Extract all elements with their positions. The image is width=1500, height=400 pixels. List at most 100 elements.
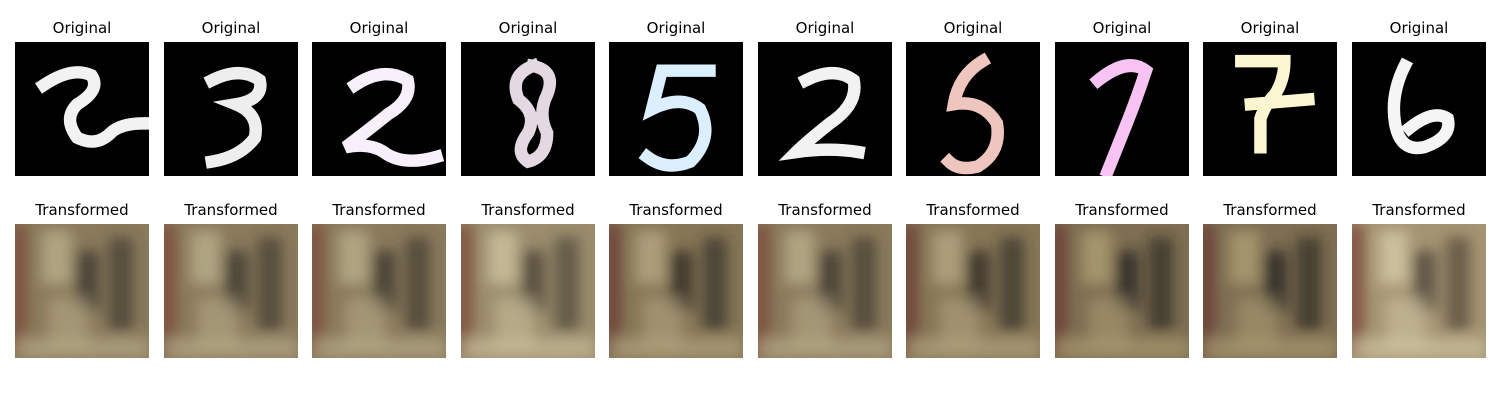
scene-left-edge [609,224,622,358]
transformed-title: Transformed [1075,201,1169,219]
scene-highlight [784,230,815,285]
scene-highlight [635,230,666,285]
scene-floor [1203,337,1337,358]
scene-shadow [1296,237,1321,332]
original-image [906,42,1040,176]
original-title: Original [52,19,112,37]
scene-highlight [338,230,369,285]
transformed-title: Transformed [778,201,872,219]
scene-floor [1352,337,1486,358]
scene-shadow [1148,237,1173,332]
scene-highlight [190,230,221,285]
transformed-image [312,224,446,358]
original-title: Original [349,19,409,37]
scene-blur-group [609,224,743,358]
scene-blur-group [1203,224,1337,358]
scene-blur-group [906,224,1040,358]
transformed-image [906,224,1040,358]
scene-shadow [999,237,1024,332]
original-title: Original [646,19,706,37]
transformed-image [15,224,149,358]
transformed-title: Transformed [926,201,1020,219]
scene-highlight [1229,230,1260,285]
digit-stroke [940,52,1004,175]
transformed-image [1352,224,1486,358]
scene-floor [758,337,892,358]
digit-stroke [509,57,557,169]
scene-floor [906,337,1040,358]
scene-highlight [1378,230,1409,285]
scene-highlight [41,230,72,285]
original-title: Original [1389,19,1449,37]
digit-background [1352,42,1486,176]
scene-blur-group [758,224,892,358]
original-title: Original [795,19,855,37]
digit-stroke [778,66,866,161]
scene-shadow [108,237,133,332]
scene-left-edge [312,224,325,358]
scene-floor [15,337,149,358]
digit-stroke [341,68,445,167]
digit-background [609,42,743,176]
scene-left-edge [164,224,177,358]
transformed-image [461,224,595,358]
scene-left-edge [1203,224,1216,358]
scene-highlight [932,230,963,285]
scene-left-edge [461,224,474,358]
scene-blur-group [164,224,298,358]
transformed-title: Transformed [184,201,278,219]
original-image [758,42,892,176]
transformed-image [164,224,298,358]
original-image [312,42,446,176]
original-image [609,42,743,176]
scene-left-edge [906,224,919,358]
scene-blur-group [312,224,446,358]
scene-shadow [1445,237,1470,332]
scene-highlight [487,230,518,285]
scene-blur-group [1352,224,1486,358]
original-title: Original [943,19,1003,37]
scene-blur-group [1055,224,1189,358]
digit-stroke [1235,54,1316,154]
digit-background [15,42,149,176]
scene-left-edge [15,224,28,358]
original-image [15,42,149,176]
scene-floor [461,337,595,358]
scene-blur-group [461,224,595,358]
scene-left-edge [1352,224,1365,358]
digit-stroke [1387,57,1455,155]
original-image [1352,42,1486,176]
digit-stroke [203,66,267,169]
transformed-title: Transformed [332,201,426,219]
transformed-title: Transformed [629,201,723,219]
scene-blur-group [15,224,149,358]
scene-floor [609,337,743,358]
transformed-image [758,224,892,358]
scene-left-edge [1055,224,1068,358]
original-image [461,42,595,176]
transformed-image [609,224,743,358]
original-image [1203,42,1337,176]
digit-stroke [638,64,716,172]
digit-stroke [35,66,149,148]
transformed-image [1055,224,1189,358]
scene-highlight [1081,230,1112,285]
digit-stroke [1089,59,1154,176]
transformed-image [1203,224,1337,358]
scene-shadow [554,237,579,332]
original-image [164,42,298,176]
scene-shadow [702,237,727,332]
scene-shadow [257,237,282,332]
transformed-title: Transformed [1223,201,1317,219]
transformed-title: Transformed [481,201,575,219]
original-title: Original [201,19,261,37]
transformed-title: Transformed [1372,201,1466,219]
original-title: Original [498,19,558,37]
scene-floor [164,337,298,358]
scene-shadow [851,237,876,332]
scene-left-edge [758,224,771,358]
original-title: Original [1092,19,1152,37]
scene-shadow [405,237,430,332]
scene-floor [312,337,446,358]
